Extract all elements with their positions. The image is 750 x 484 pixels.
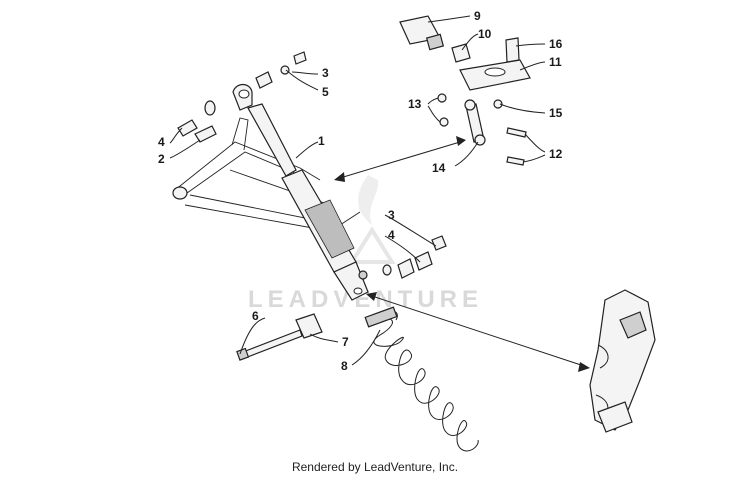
shock-reservoir-cap [358, 270, 368, 280]
sensor-assembly [399, 15, 531, 109]
spindle-knuckle [589, 289, 656, 433]
callout-8: 8 [341, 359, 348, 373]
watermark-v-logo [348, 226, 396, 264]
callout-5: 5 [322, 85, 329, 99]
nut-15 [493, 99, 503, 109]
footer-credit: Rendered by LeadVenture, Inc. [291, 460, 459, 474]
callout-9: 9 [474, 9, 481, 23]
bolt-12b [506, 156, 525, 166]
callout-2: 2 [158, 152, 165, 166]
callout-1: 1 [318, 134, 325, 148]
spindle-boss [619, 311, 647, 339]
callout-4-lower: 4 [388, 228, 395, 242]
shock-top-eye-hole [238, 89, 250, 99]
shock-bottom-eye [353, 287, 363, 295]
callout-14: 14 [432, 161, 446, 175]
callout-16: 16 [549, 37, 563, 51]
spring-retainer [364, 306, 398, 328]
washer-upper [280, 65, 290, 75]
callout-6: 6 [252, 309, 259, 323]
connection-arrows [334, 136, 590, 372]
callout-12: 12 [549, 147, 563, 161]
shock-body-knurl [304, 199, 355, 259]
lower-bushing [295, 313, 323, 339]
washer-upper-left [204, 100, 216, 116]
mid-right-hardware [382, 235, 447, 279]
lower-bolt [236, 329, 303, 361]
sleeve-2 [194, 125, 217, 143]
callout-10: 10 [478, 27, 492, 41]
callout-13: 13 [408, 97, 422, 111]
upper-left-hardware [177, 51, 307, 143]
screw-16 [505, 37, 520, 63]
bolt-12a [506, 127, 527, 138]
callout-labels: 3 5 4 2 1 3 4 6 7 8 9 10 16 11 13 15 12 … [158, 9, 563, 373]
callout-11: 11 [549, 55, 562, 69]
nut-13a [437, 93, 447, 103]
shock-shaft [247, 103, 297, 177]
callout-7: 7 [342, 335, 349, 349]
sleeve [177, 119, 198, 137]
callout-15: 15 [549, 106, 563, 120]
washer-mid [382, 264, 392, 276]
bracket-slot [484, 67, 506, 77]
callout-3-upper: 3 [322, 66, 329, 80]
watermark-flame-logo [358, 175, 379, 225]
spacer-mid [414, 251, 433, 271]
link-ball-top [464, 99, 476, 111]
nut-upper [293, 51, 307, 65]
linkage-rod [437, 93, 527, 166]
coil-spring [364, 306, 479, 452]
bushing-upper [255, 71, 273, 89]
nut-mid [431, 235, 447, 251]
sensor-tip [425, 33, 445, 51]
a-arm-bushing [172, 186, 188, 200]
bushing-mid [397, 258, 415, 279]
grommet [451, 43, 471, 63]
leader-lines [169, 15, 546, 366]
shock-absorber [232, 83, 369, 301]
nut-13b [439, 117, 449, 127]
callout-3-lower: 3 [388, 208, 395, 222]
spindle-bottom [597, 401, 633, 433]
callout-4-upper: 4 [158, 135, 165, 149]
